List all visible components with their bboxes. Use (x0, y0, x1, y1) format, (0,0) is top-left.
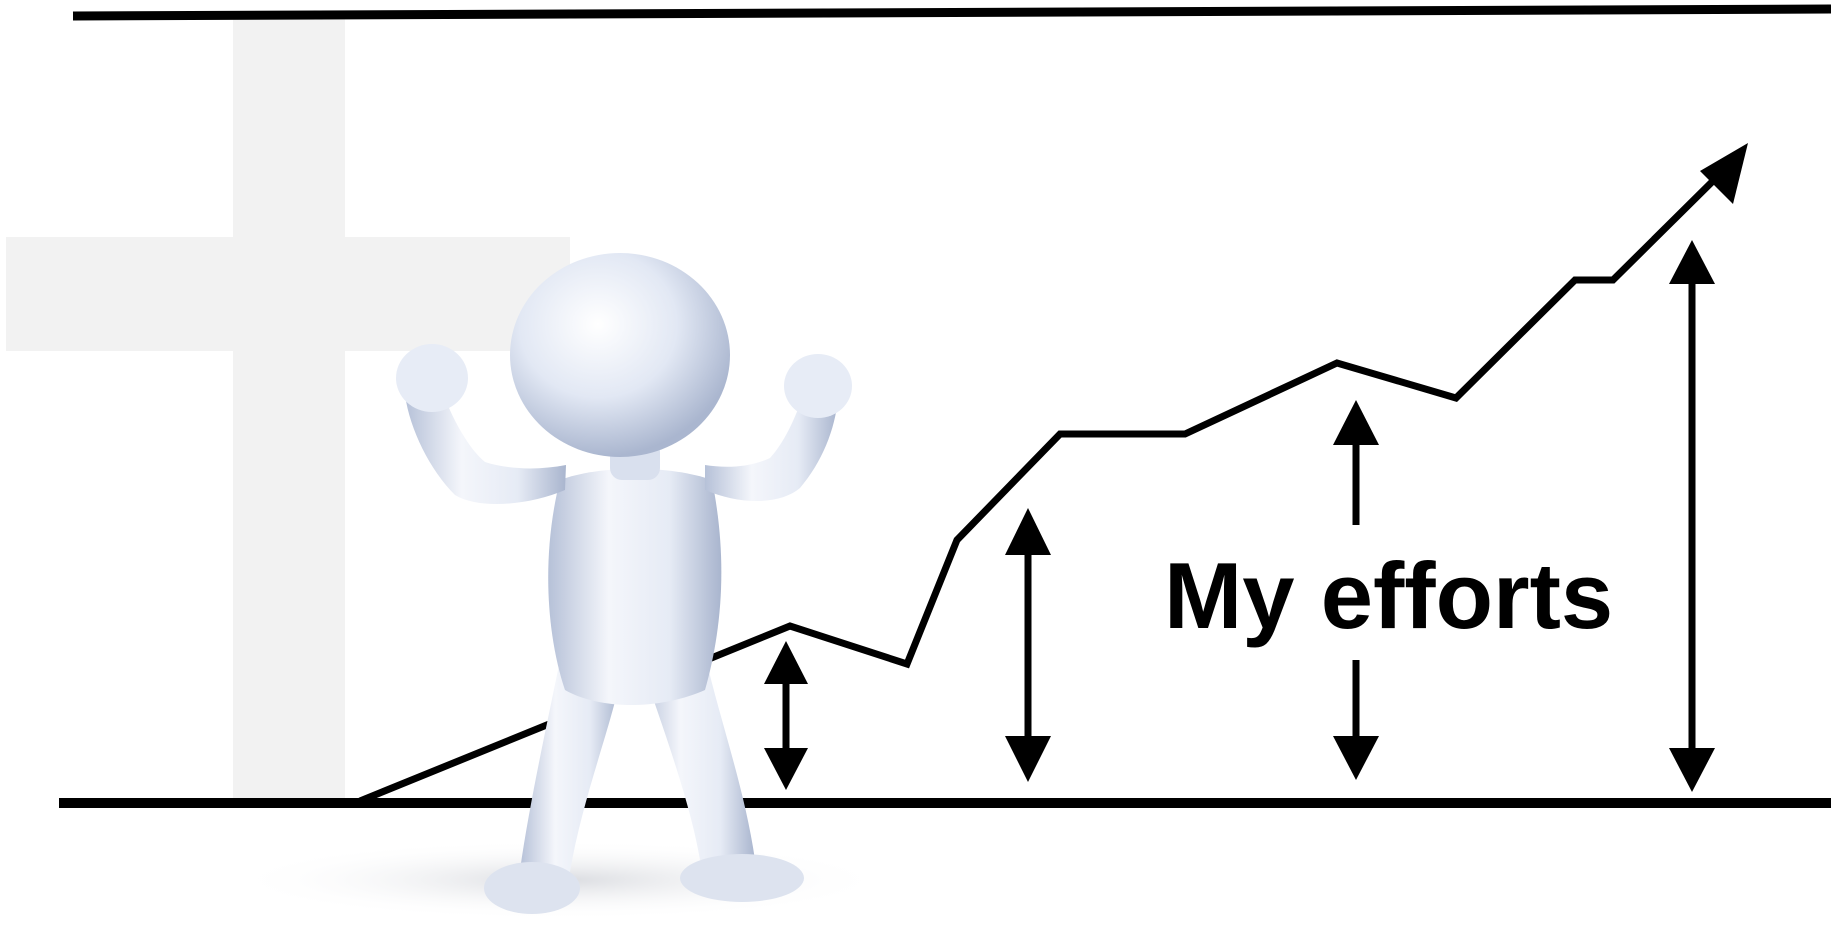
height-arrow-3-top (1333, 400, 1379, 525)
efforts-label: My efforts (1164, 543, 1613, 648)
height-arrow-4 (1669, 240, 1715, 792)
christian-cross-icon (6, 18, 570, 798)
height-arrow-2 (1005, 508, 1051, 782)
height-arrow-3-bottom (1333, 660, 1379, 780)
trend-arrowhead (1700, 143, 1748, 204)
height-arrow-1 (764, 641, 808, 790)
top-line (73, 9, 1831, 16)
